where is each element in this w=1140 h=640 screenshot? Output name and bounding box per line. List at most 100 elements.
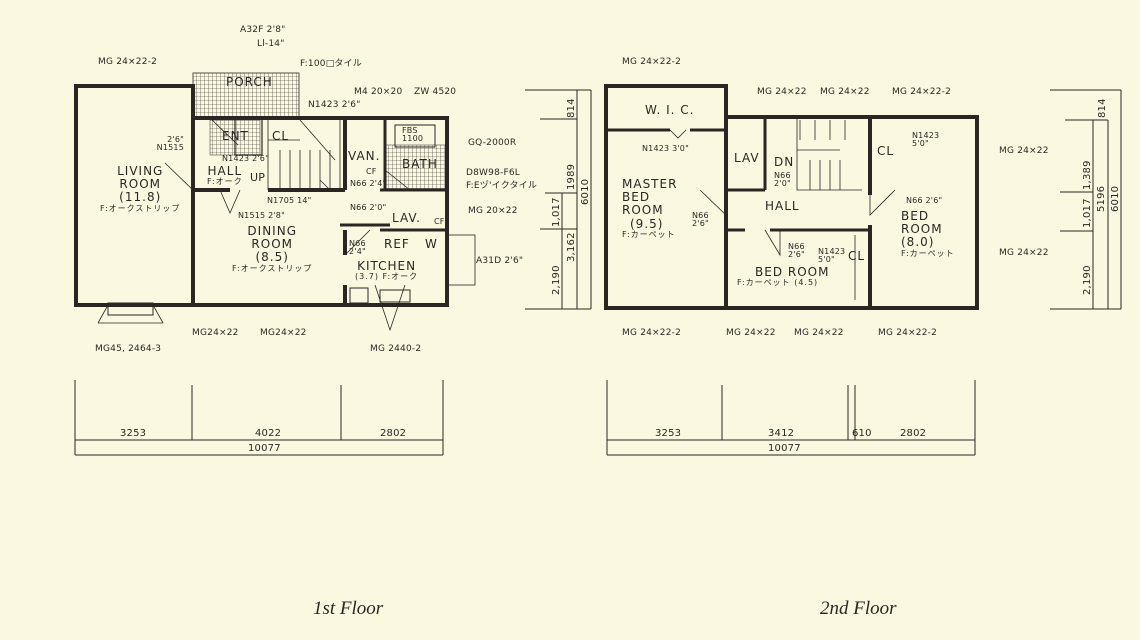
door-spec: N66 2'6" — [906, 196, 943, 205]
lav-label: LAV — [734, 151, 760, 165]
closet-label: CL — [848, 249, 866, 263]
floor-finish: F:カーペット — [901, 248, 955, 258]
sink — [379, 289, 411, 303]
hall-label: HALL F:オーク — [207, 164, 243, 187]
dimension-label: 814 — [1097, 98, 1108, 118]
dimension-label: 5196 — [1096, 185, 1107, 212]
room-name: ROOM — [119, 177, 162, 192]
dimension-label: 4022 — [255, 428, 282, 439]
room-area: (8.0) — [901, 235, 935, 250]
window-spec: MG 24×22 — [999, 248, 1049, 258]
door-spec: N1423 2'6" — [308, 100, 361, 110]
dimension-label: 6010 — [580, 178, 591, 205]
dimension-label: 3412 — [768, 428, 795, 439]
stairs — [267, 118, 341, 190]
door-spec: N66 2'0" — [774, 171, 791, 188]
door-spec: N66 2'4" — [349, 239, 366, 256]
master-bedroom-label: MASTER BED ROOM (9.5) F:カーペット — [622, 177, 678, 240]
closet-label: CL — [877, 144, 895, 158]
dimension-label: 2802 — [900, 428, 927, 439]
wic-label: W. I. C. — [645, 103, 695, 117]
ent-label: ENT — [222, 129, 249, 143]
room-area: F:カーペット (4.5) — [737, 278, 819, 288]
annotation: GQ-2000R — [468, 138, 517, 148]
annotation: Ll-14" — [257, 39, 285, 49]
room-name: KITCHEN — [357, 259, 417, 273]
dimension-label: 2,190 — [1082, 265, 1093, 295]
main-block-walls-2 — [726, 115, 979, 310]
dimension-label: 1,017 — [1082, 198, 1093, 228]
living-room-walls — [74, 84, 195, 307]
total-width-label: 10077 — [768, 443, 801, 454]
annotation: A32F 2'8" — [240, 25, 286, 35]
bay-window — [107, 302, 154, 316]
room-area: (9.5) — [630, 216, 664, 231]
window-spec: MG 20×22 — [468, 206, 518, 216]
room-name: BED ROOM — [755, 265, 830, 279]
window-spec: MG 24×22-2 — [622, 328, 682, 338]
dimension-label: 6010 — [1110, 185, 1121, 212]
dimension-label: 3253 — [120, 428, 147, 439]
window-spec: M4 20×20 — [354, 87, 403, 97]
room-name: MASTER — [622, 177, 678, 191]
window-spec: MG 24×22 — [820, 87, 870, 97]
dining-room-label: DINING ROOM (8.5) F:オークストリップ — [232, 224, 313, 273]
door-swings — [164, 117, 411, 332]
stairs-down-label: DN — [774, 155, 795, 169]
window-spec: MG24×22 — [192, 328, 239, 338]
door-spec: N1423 5'0" — [818, 247, 846, 264]
bathtub-label: FBS 1100 — [402, 126, 424, 143]
dimension-label: 3,162 — [566, 232, 577, 262]
room-name: DINING — [247, 224, 297, 238]
door-spec: N1423 5'0" — [912, 131, 940, 148]
stairs-2 — [796, 117, 862, 191]
annotation: CF — [366, 167, 377, 176]
total-width-label: 10077 — [248, 443, 281, 454]
room-name: HALL — [207, 164, 243, 178]
floor-finish: F:オークストリップ — [100, 203, 181, 213]
room-name: BED — [622, 190, 651, 205]
bay-window-frame — [97, 304, 164, 324]
dimension-label: 2802 — [380, 428, 407, 439]
window-spec: MG 24×22-2 — [622, 57, 682, 67]
room-area: (8.5) — [255, 250, 289, 265]
door-spec: MG 2440-2 — [370, 344, 422, 354]
bath-label: BATH — [402, 157, 438, 171]
room-name: ROOM — [901, 222, 943, 237]
floor1-walls — [74, 72, 476, 332]
room-name: ROOM — [251, 237, 294, 252]
door-spec: 2'6" N1515 — [156, 135, 184, 152]
annotation: D8W98-F6L — [466, 168, 520, 178]
hall-walls-2 — [726, 188, 870, 232]
door-spec: A31D 2'6" — [476, 256, 524, 266]
window-spec: MG 24×22 — [794, 328, 844, 338]
window-spec: MG 24×22-2 — [892, 87, 952, 97]
ext-unit — [446, 234, 476, 286]
room-area: (3.7) F:オーク — [355, 272, 419, 282]
bedroom-45-label: BED ROOM F:カーペット (4.5) — [737, 265, 830, 288]
dimension-label: 2,190 — [551, 265, 562, 295]
lav-label: LAV. — [392, 211, 421, 225]
window-spec: MG45, 2464-3 — [95, 344, 162, 354]
dimension-label: 814 — [566, 98, 577, 118]
porch-label: PORCH — [226, 75, 273, 89]
annotation: F:Eヅ'イクタイル — [466, 181, 538, 191]
window-spec: MG 24×22 — [757, 87, 807, 97]
door-spec: N66 2'6" — [692, 211, 709, 228]
washer-label: W — [425, 237, 438, 251]
room-name: BED — [901, 209, 930, 223]
room-name: ROOM — [622, 203, 664, 218]
door-spec: N1423 3'0" — [642, 144, 689, 153]
closet — [234, 120, 263, 156]
floor-finish: F:オークストリップ — [232, 263, 313, 273]
service-walls — [340, 118, 447, 232]
porch-tile-area — [192, 72, 300, 119]
dimension-label: 1989 — [566, 163, 577, 190]
living-room-label: LIVING ROOM (11.8) F:オークストリップ — [100, 164, 181, 213]
window-spec: ZW 4520 — [414, 87, 457, 97]
dimension-label: 1,389 — [1082, 160, 1093, 190]
kitchen-label: KITCHEN (3.7) F:オーク — [355, 259, 419, 282]
vanity-label: VAN. — [348, 149, 381, 163]
bedroom-8-label: BED ROOM (8.0) F:カーペット — [901, 209, 955, 258]
